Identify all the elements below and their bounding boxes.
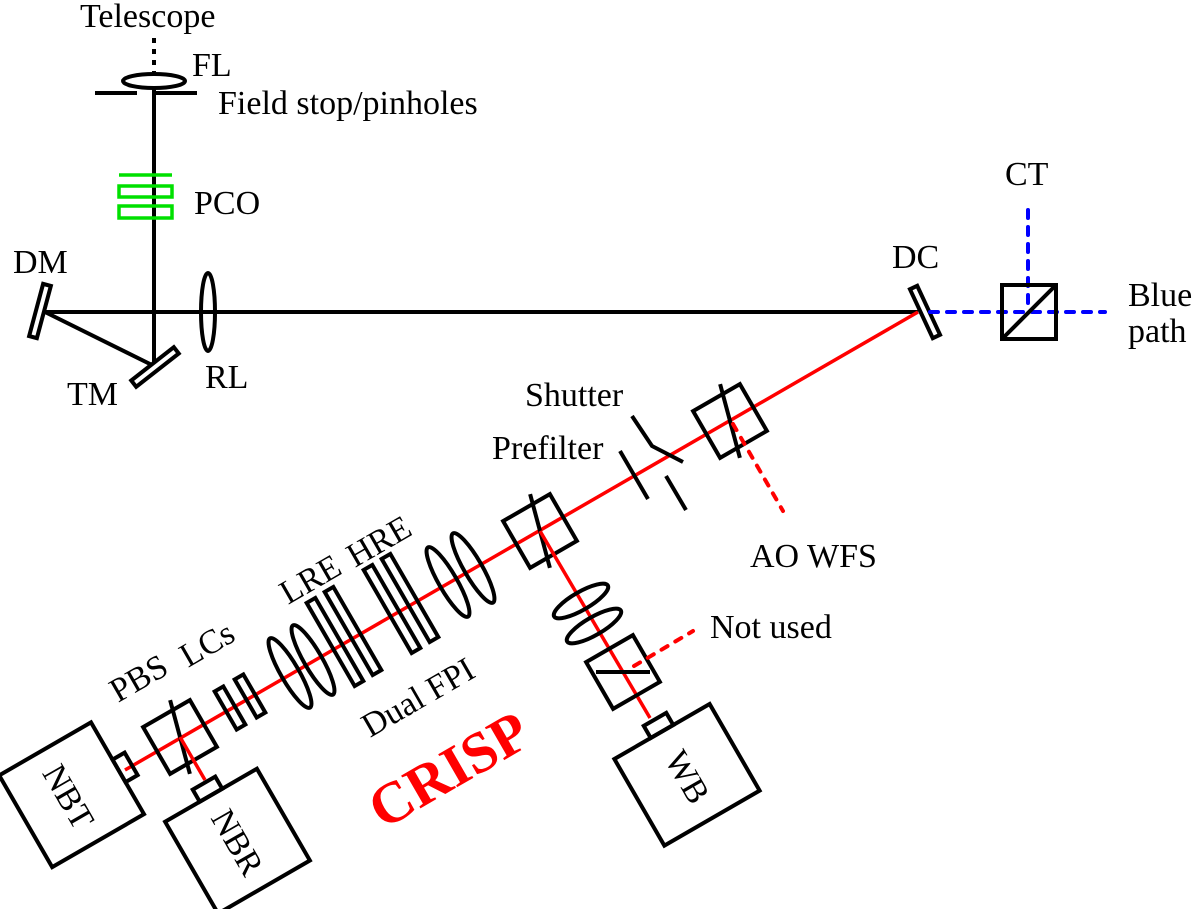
ao-wfs-beamsplitter [690, 381, 770, 461]
wb-lens-1 [551, 581, 611, 621]
lre-plate-1 [303, 595, 367, 689]
label-not-used: Not used [710, 609, 832, 646]
pco-plate-2 [117, 184, 174, 199]
nbt-camera: NBT [0, 719, 147, 870]
field-stop: Field stop/pinholes [95, 85, 478, 122]
label-dm: DM [13, 244, 68, 281]
hre-etalon [360, 551, 442, 656]
shutter-stop [664, 474, 688, 512]
crisp-main-beam [124, 310, 919, 772]
lre-plate-2 [321, 584, 385, 678]
crisp-lenses-back [266, 623, 337, 710]
rl-shape [199, 271, 217, 353]
label-nbt: NBT [35, 758, 101, 836]
label-pco: PCO [194, 185, 260, 222]
lens-front-1 [424, 545, 472, 619]
label-telescope: Telescope [80, 0, 215, 35]
label-dc: DC [892, 239, 939, 276]
prefilter-shape [618, 449, 650, 501]
ao-wfs-beam [731, 422, 785, 513]
nbr-branch-beam [178, 736, 207, 781]
dm-shape [26, 281, 54, 341]
lens-back-2 [289, 623, 337, 697]
label-wb: WB [657, 744, 716, 810]
lens-front-2 [449, 531, 497, 605]
label-ct: CT [1005, 156, 1049, 193]
lre-etalon [303, 584, 385, 689]
wb-lens-2 [564, 606, 624, 646]
crisp-lenses-front [424, 531, 497, 619]
liquid-crystals [211, 671, 269, 733]
field-lens: FL [121, 47, 232, 90]
ct-beamsplitter-diagonal [1000, 283, 1058, 341]
wb-camera-body [611, 701, 763, 849]
hre-plate-2 [378, 551, 442, 645]
wb-branch-beam [538, 530, 652, 719]
blue-path: CT Blue path [928, 156, 1192, 350]
field-lens-shape [121, 72, 187, 90]
dm-tm-beam [44, 310, 153, 367]
label-pbs: PBS [104, 648, 175, 710]
ct-beamsplitter [1000, 283, 1058, 341]
not-used-beamsplitter [583, 632, 663, 712]
telescope-feed: Telescope [80, 0, 215, 72]
label-nbr: NBR [203, 803, 270, 882]
nbr-camera-body [162, 766, 313, 909]
label-path: path [1128, 313, 1187, 350]
label-lcs: LCs [174, 615, 242, 675]
tip-tilt-mirror: TM [67, 344, 182, 413]
pco-plate-3 [117, 204, 174, 220]
label-shutter: Shutter [525, 377, 624, 414]
label-blue: Blue [1128, 277, 1192, 314]
hre-plate-1 [360, 562, 424, 656]
label-field-stop: Field stop/pinholes [218, 85, 478, 122]
label-fl: FL [192, 47, 232, 84]
pco: PCO [117, 173, 260, 222]
tm-shape [128, 344, 182, 390]
label-hre: HRE [341, 509, 418, 575]
label-ao-wfs: AO WFS [750, 538, 877, 575]
label-rl: RL [205, 359, 248, 396]
nbr-camera: NBR [162, 766, 313, 909]
label-prefilter: Prefilter [492, 430, 604, 467]
dichroic: DC [892, 239, 943, 341]
wb-lenses [551, 581, 624, 646]
nbt-camera-body [0, 719, 147, 870]
prefilter: Prefilter [492, 430, 650, 501]
shutter: Shutter [525, 377, 688, 512]
shutter-blade [630, 414, 684, 464]
ao-bs-diagonal [718, 383, 742, 459]
lc-1 [211, 683, 249, 733]
lc-2 [231, 671, 269, 721]
dc-shape [907, 283, 943, 341]
lens-back-1 [266, 636, 314, 710]
label-tm: TM [67, 376, 118, 413]
re-imaging-lens: RL [199, 271, 248, 396]
deformable-mirror: DM [13, 244, 68, 341]
wb-camera: WB [611, 701, 763, 849]
not-used-beam [632, 629, 695, 668]
